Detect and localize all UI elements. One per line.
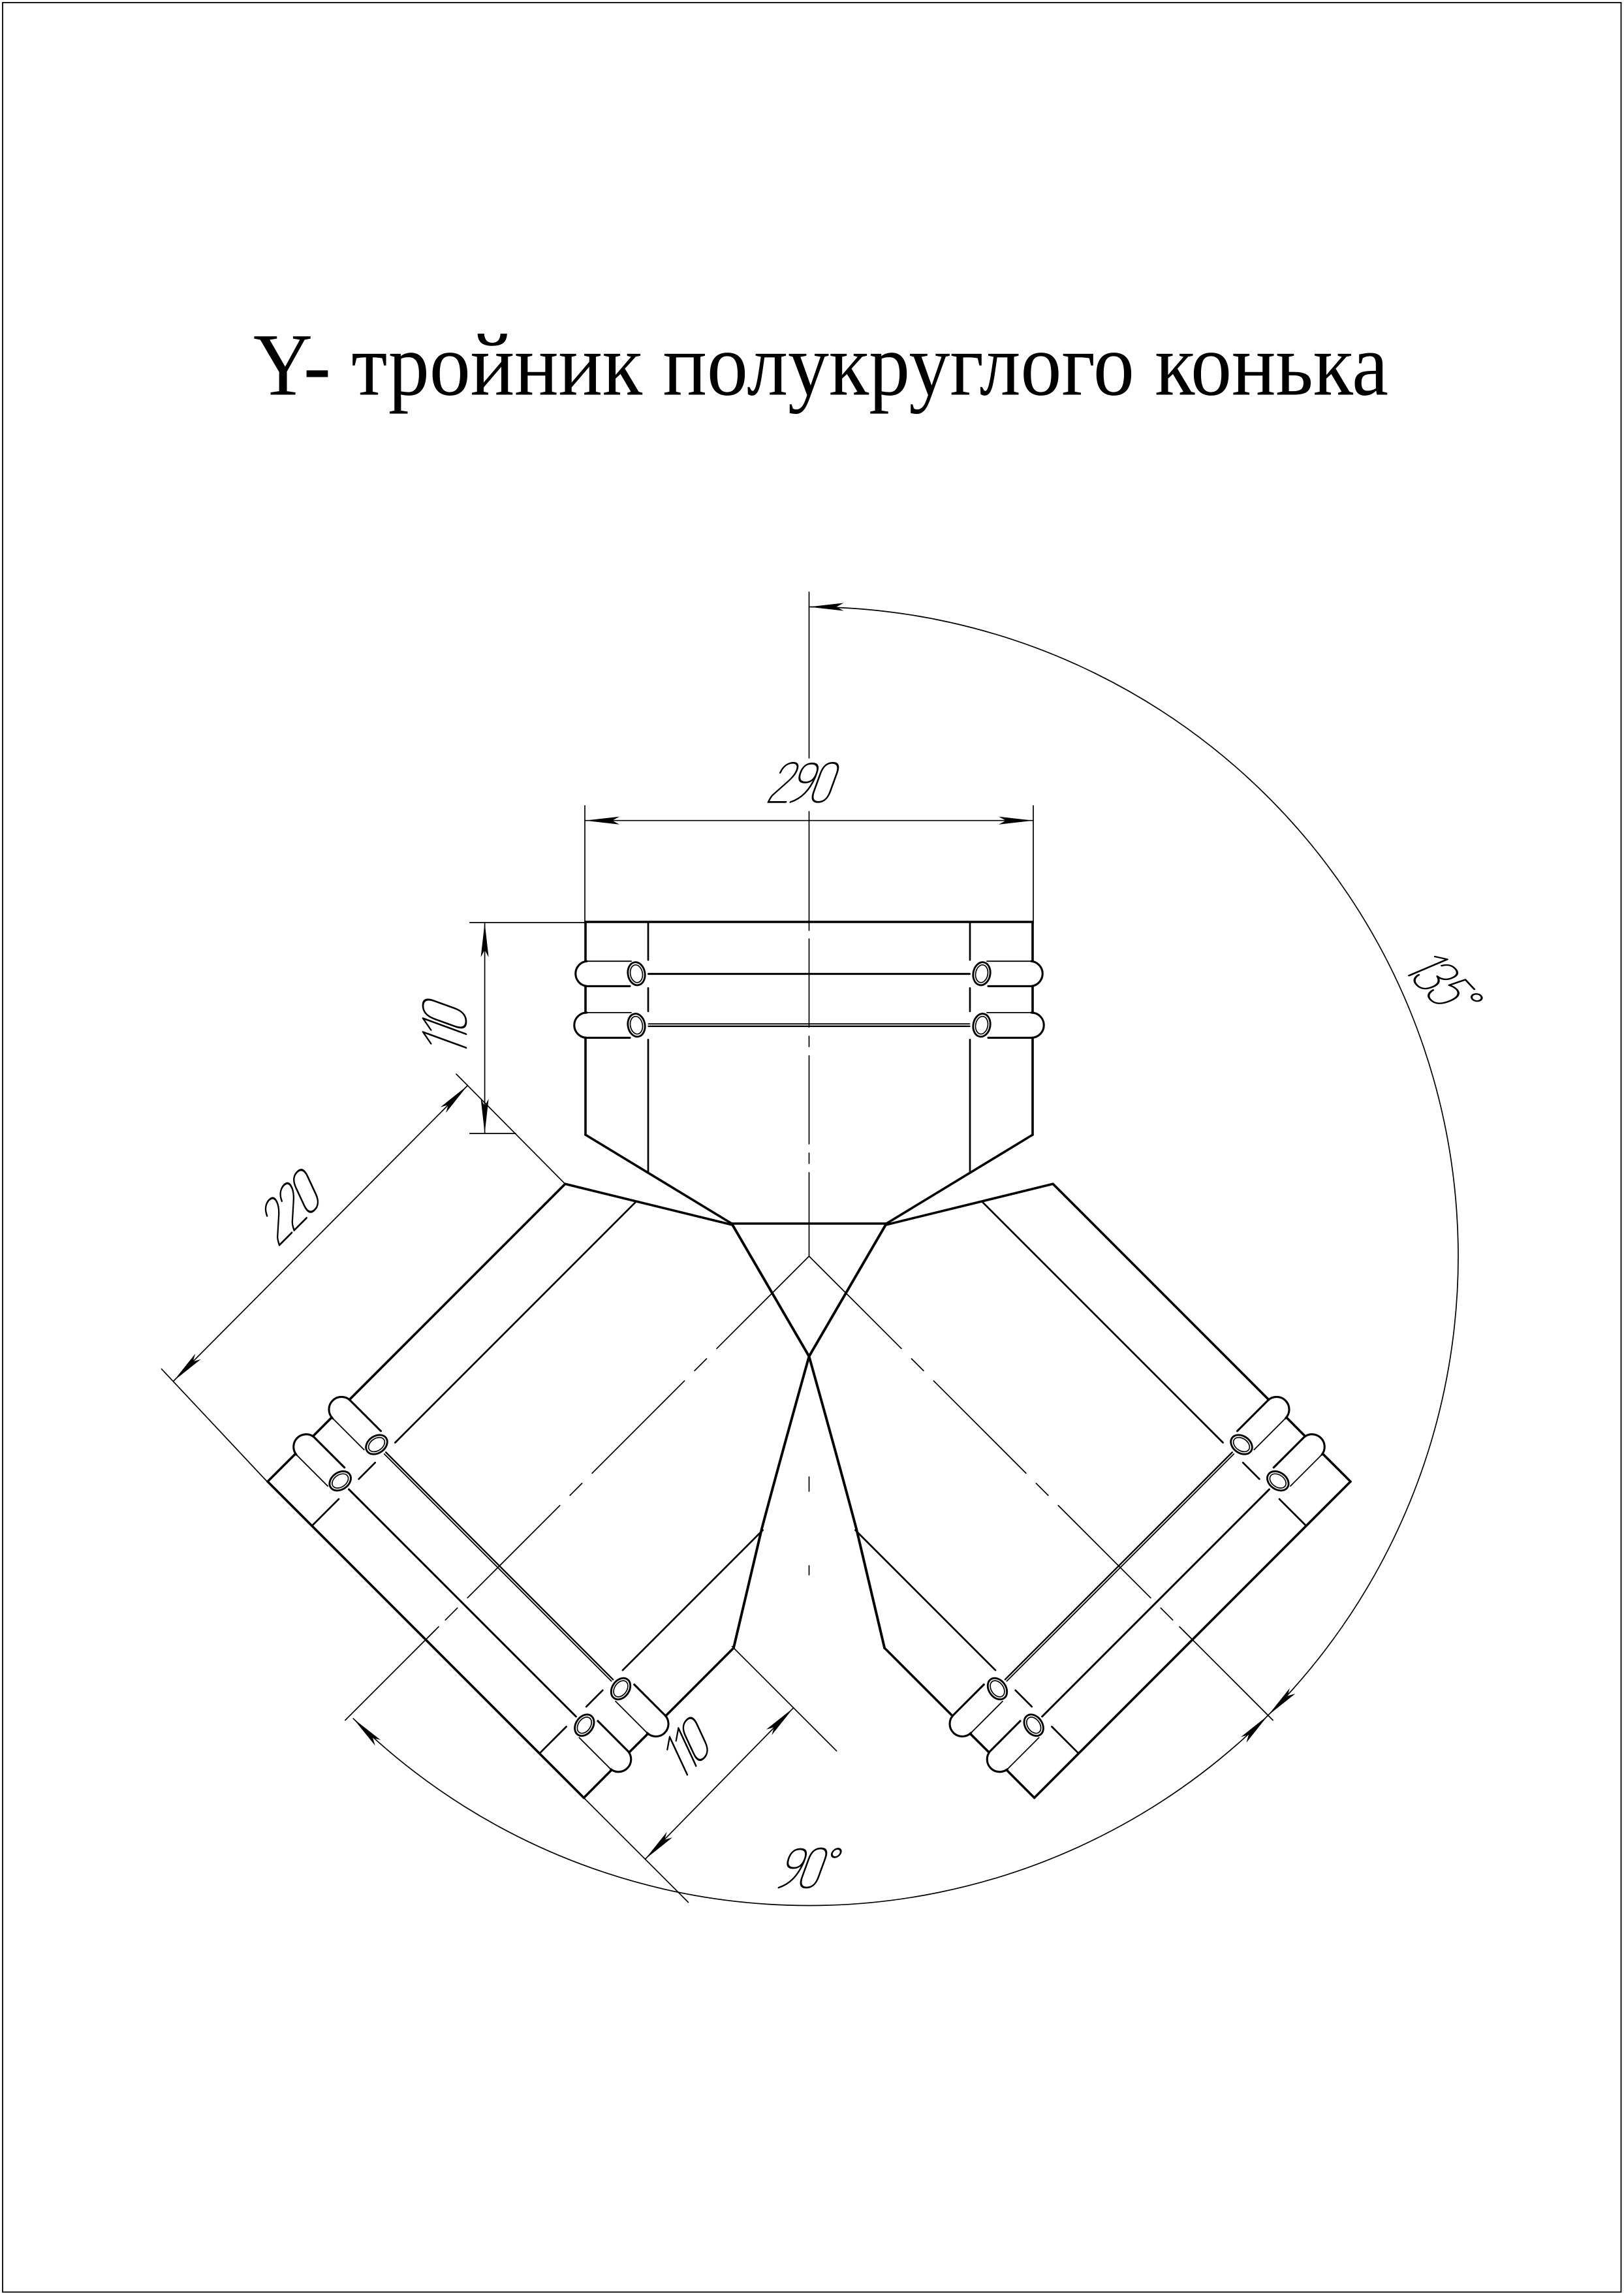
svg-text:Y- тройник полукруглого конька: Y- тройник полукруглого конька xyxy=(253,315,1388,415)
